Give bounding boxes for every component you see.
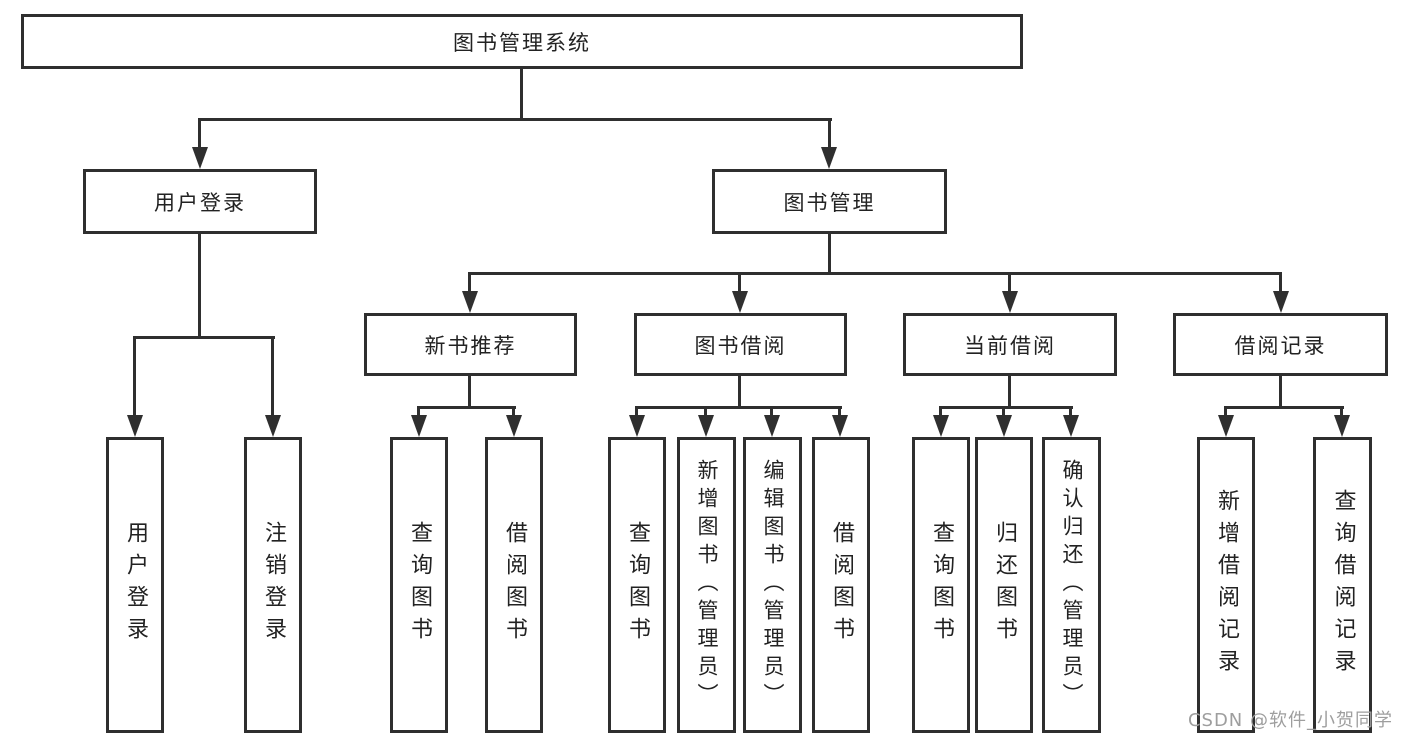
arrow-down-icon xyxy=(933,415,949,437)
connector-stem xyxy=(271,336,274,417)
connector-stem xyxy=(1008,376,1011,408)
arrow-down-icon xyxy=(192,147,208,169)
node-borrowing-records: 借阅记录 xyxy=(1173,313,1388,376)
connector-stem xyxy=(1069,406,1072,417)
arrow-down-icon xyxy=(1063,415,1079,437)
leaf-logout: 注销登录 xyxy=(244,437,302,733)
connector-stem xyxy=(770,406,773,417)
connector-stem xyxy=(1224,406,1227,417)
node-user-login: 用户登录 xyxy=(83,169,317,234)
connector-stem xyxy=(635,406,638,417)
connector-stem xyxy=(468,272,471,293)
connector-stem xyxy=(939,406,942,417)
connector-stem xyxy=(704,406,707,417)
arrow-down-icon xyxy=(764,415,780,437)
arrow-down-icon xyxy=(832,415,848,437)
node-library-management-system: 图书管理系统 xyxy=(21,14,1023,69)
node-user-login-label: 用户登录 xyxy=(154,190,246,215)
connector-stem xyxy=(468,376,471,408)
node-current-borrowing: 当前借阅 xyxy=(903,313,1117,376)
node-library-management-system-label: 图书管理系统 xyxy=(453,30,591,55)
arrow-down-icon xyxy=(1273,291,1289,313)
arrow-down-icon xyxy=(127,415,143,437)
leaf-return-books: 归还图书 xyxy=(975,437,1033,733)
connector-stem xyxy=(417,406,420,417)
connector-stem xyxy=(1340,406,1343,417)
connector-stem xyxy=(828,118,831,149)
arrow-down-icon xyxy=(1218,415,1234,437)
leaf-add-books-admin: 新增图书（管理员） xyxy=(677,437,736,733)
connector-stem xyxy=(198,118,201,149)
arrow-down-icon xyxy=(996,415,1012,437)
connector-user-login-stem xyxy=(198,234,201,338)
connector-level1-rail xyxy=(199,118,832,121)
leaf-query-borrow-record: 查询借阅记录 xyxy=(1313,437,1372,733)
connector-stem xyxy=(1002,406,1005,417)
connector-rail xyxy=(1224,406,1344,409)
connector-rail xyxy=(417,406,516,409)
connector-rail xyxy=(635,406,842,409)
arrow-down-icon xyxy=(821,147,837,169)
connector-root-stem xyxy=(520,68,523,119)
node-book-management-label: 图书管理 xyxy=(783,190,876,215)
arrow-down-icon xyxy=(698,415,714,437)
arrow-down-icon xyxy=(732,291,748,313)
leaf-edit-books-admin: 编辑图书（管理员） xyxy=(743,437,802,733)
connector-stem xyxy=(838,406,841,417)
node-book-borrowing-label: 图书借阅 xyxy=(694,333,787,358)
node-new-book-recommendation-label: 新书推荐 xyxy=(424,333,517,358)
leaf-query-books-recommend: 查询图书 xyxy=(390,437,448,733)
connector-stem xyxy=(738,272,741,293)
arrow-down-icon xyxy=(1334,415,1350,437)
connector-rail xyxy=(939,406,1073,409)
leaf-query-books-borrowing: 查询图书 xyxy=(608,437,666,733)
arrow-down-icon xyxy=(462,291,478,313)
node-book-management: 图书管理 xyxy=(712,169,947,234)
connector-stem xyxy=(1279,376,1282,408)
leaf-borrow-books-borrowing: 借阅图书 xyxy=(812,437,870,733)
connector-stem xyxy=(1279,272,1282,293)
connector-stem xyxy=(512,406,515,417)
leaf-query-books-current: 查询图书 xyxy=(912,437,970,733)
leaf-user-login: 用户登录 xyxy=(106,437,164,733)
node-book-borrowing: 图书借阅 xyxy=(634,313,847,376)
arrow-down-icon xyxy=(1002,291,1018,313)
leaf-confirm-return-admin: 确认归还（管理员） xyxy=(1042,437,1101,733)
connector-stem xyxy=(1008,272,1011,293)
node-new-book-recommendation: 新书推荐 xyxy=(364,313,577,376)
leaf-borrow-books-recommend: 借阅图书 xyxy=(485,437,543,733)
arrow-down-icon xyxy=(629,415,645,437)
arrow-down-icon xyxy=(506,415,522,437)
watermark: CSDN @软件_小贺同学 xyxy=(1187,710,1393,731)
connector-stem xyxy=(738,376,741,408)
arrow-down-icon xyxy=(411,415,427,437)
arrow-down-icon xyxy=(265,415,281,437)
connector-book-mgmt-stem xyxy=(828,234,831,274)
node-current-borrowing-label: 当前借阅 xyxy=(964,333,1056,358)
connector-stem xyxy=(133,336,136,417)
node-borrowing-records-label: 借阅记录 xyxy=(1234,333,1327,358)
connector-user-login-rail xyxy=(134,336,275,339)
leaf-add-borrow-record: 新增借阅记录 xyxy=(1197,437,1255,733)
connector-level2-rail xyxy=(469,272,1282,275)
